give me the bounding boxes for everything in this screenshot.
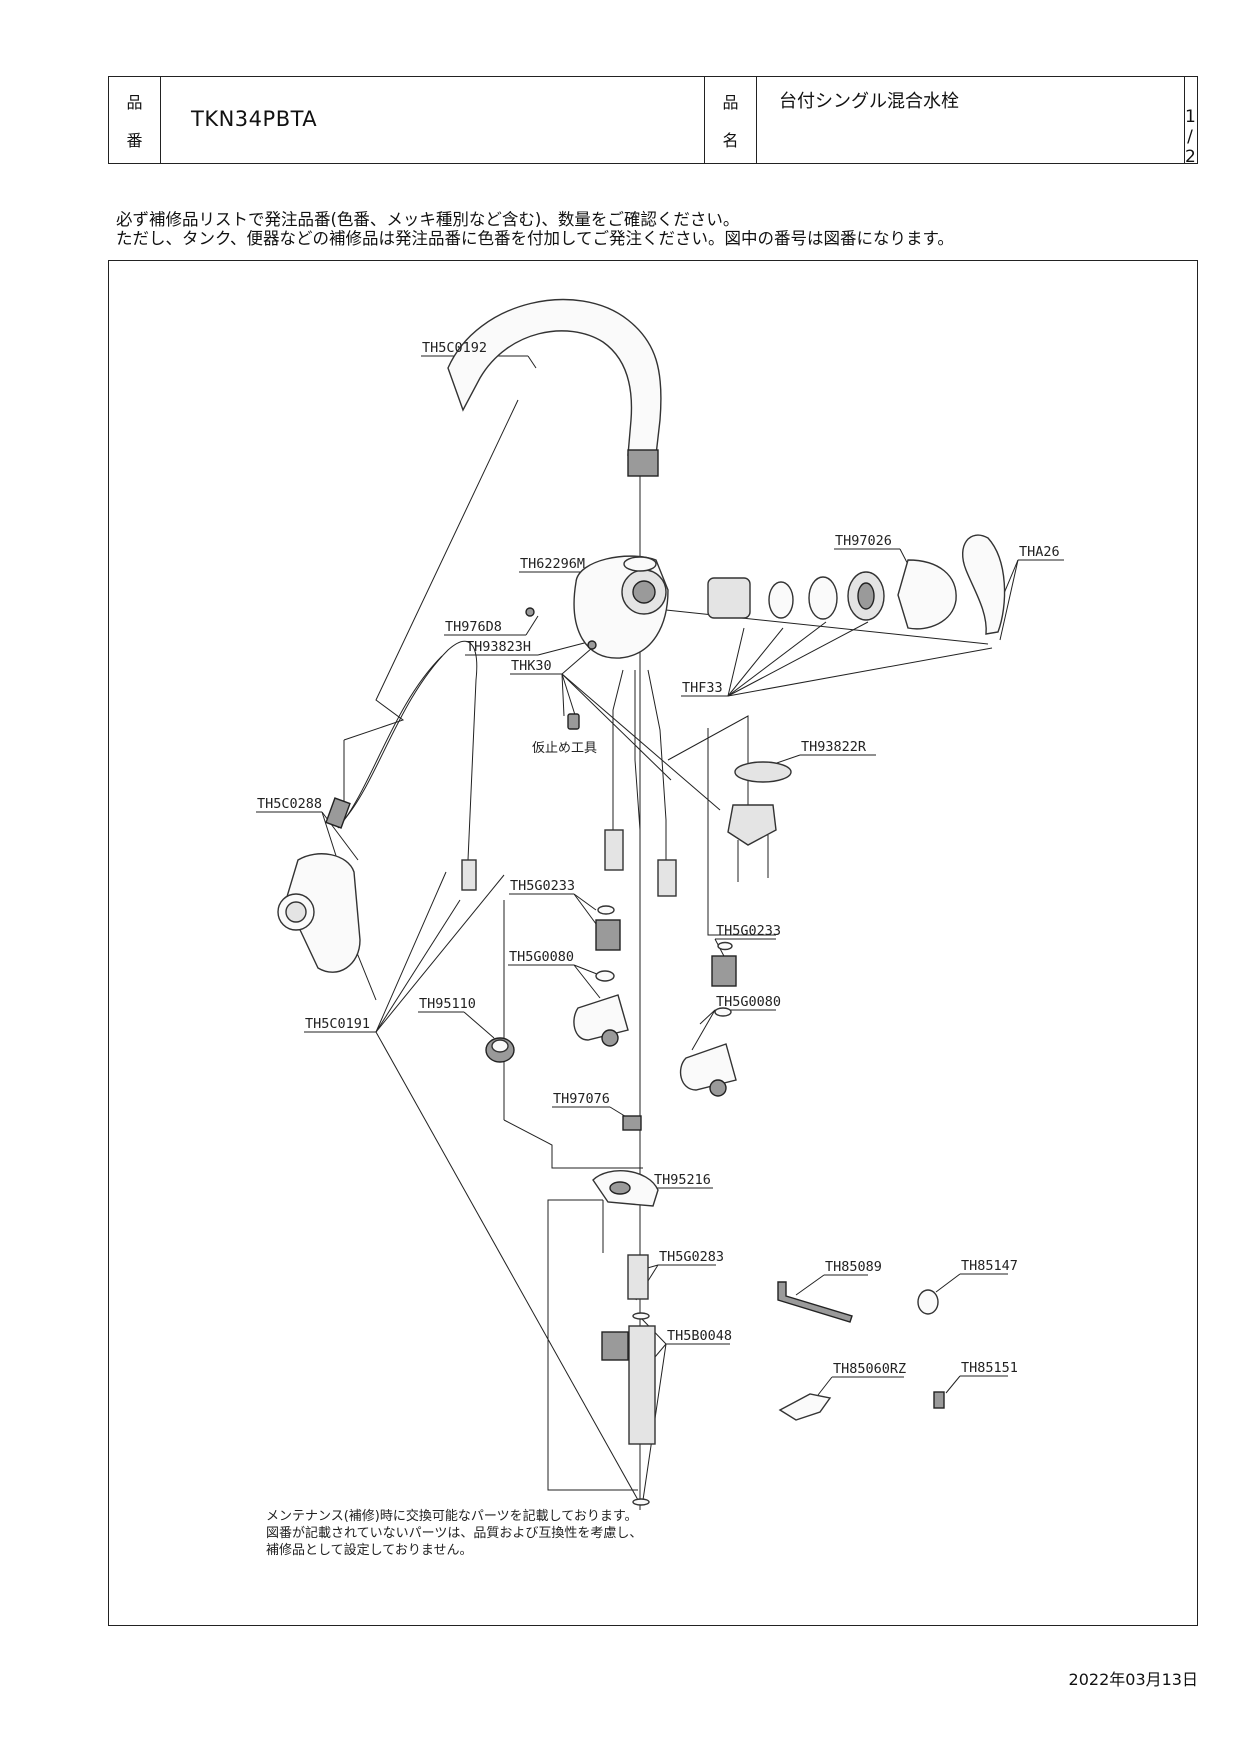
handle-key-shape [778, 1393, 832, 1421]
label-joint: TH5G0283 [659, 1249, 724, 1265]
label-cap2: TH85151 [961, 1360, 1018, 1376]
screw-976d8 [525, 607, 535, 617]
label-cock-b: TH5G0080 [716, 994, 781, 1010]
diagram-frame [108, 260, 1198, 1626]
label-screw2: TH93823H [466, 639, 531, 655]
label-shower-head: TH5C0288 [257, 796, 322, 812]
hose-end [461, 859, 477, 891]
product-name-cell: 台付シングル混合水栓 [757, 77, 1185, 163]
label-tool-caption: 仮止め工具 [532, 741, 597, 756]
label-valve-b: TH5G0233 [716, 923, 781, 939]
bracket-plate [734, 761, 792, 783]
label-stem: TH5B0048 [667, 1328, 732, 1344]
page-cell: 1 / 2 [1185, 77, 1197, 167]
stem-shape [628, 1325, 656, 1445]
label-screw1: TH976D8 [445, 619, 502, 635]
product-name: 台付シングル混合水栓 [779, 91, 959, 112]
label-nut: TH95110 [419, 996, 476, 1012]
hex-key-shape [777, 1281, 853, 1323]
lever-handle-shape [961, 534, 1006, 635]
exploded-parts-diagram: TH5C0192 TH62296M TH976D8 TH93823H THK30… [256, 298, 1064, 1558]
label-clamp: TH95216 [654, 1172, 711, 1188]
label-clip: TH97076 [553, 1091, 610, 1107]
maintenance-note-line-2: 図番が記載されていないパーツは、品質および互換性を考慮し、 [266, 1525, 642, 1541]
name-label-cell: 品 名 [705, 77, 757, 163]
valve-left [595, 919, 621, 951]
part-no-label-bottom: 番 [126, 131, 143, 150]
temp-fix-tool-shape [567, 713, 580, 730]
name-label-bottom: 名 [722, 131, 739, 150]
spout-outlet [627, 449, 659, 477]
name-label-top: 品 [722, 93, 739, 112]
label-bracket: TH93822R [801, 739, 867, 755]
supply-hose-end-left [604, 829, 624, 871]
o-ring-1 [768, 581, 794, 619]
label-cock-a: TH5G0080 [509, 949, 574, 965]
maintenance-note-line-1: メンテナンス(補修)時に交換可能なパーツを記載しております。 [266, 1508, 638, 1524]
joint-shape [627, 1254, 649, 1300]
label-lever: THA26 [1019, 544, 1060, 560]
mounting-bracket [727, 804, 777, 846]
issue-date: 2022年03月13日 [1068, 1670, 1198, 1689]
leader-lines [256, 355, 1064, 1510]
label-hex-key: TH85089 [825, 1259, 882, 1275]
order-note-line-1: 必ず補修品リストで発注品番(色番、メッキ種別など含む)、数量をご確認ください。 [116, 210, 740, 229]
supply-hose-end-right [657, 859, 677, 897]
label-cap1: TH85147 [961, 1258, 1018, 1274]
header-table: 品 番 TKN34PBTA 品 名 台付シングル混合水栓 1 / 2 [108, 76, 1198, 167]
stop-cock-left [573, 994, 629, 1041]
part-no-cell: TKN34PBTA [161, 77, 705, 163]
label-hose: TH5C0191 [305, 1016, 370, 1032]
valve-right [711, 955, 737, 987]
label-tool-part: THK30 [511, 658, 552, 674]
screw-93823h [587, 640, 597, 650]
cartridge-shape [707, 577, 751, 619]
label-cartridge: THF33 [682, 680, 723, 696]
maintenance-note-line-3: 補修品として設定しておりません。 [266, 1542, 472, 1558]
label-valve-a: TH5G0233 [510, 878, 575, 894]
stop-cock-right [679, 1043, 737, 1091]
spout-shape [447, 298, 662, 456]
label-spout: TH5C0192 [422, 340, 487, 356]
lever-cover-shape [897, 559, 957, 630]
stem-branch [601, 1331, 629, 1361]
part-no-label-cell: 品 番 [109, 77, 161, 163]
hose-clip [622, 1115, 642, 1131]
o-ring-2 [808, 576, 838, 620]
label-body: TH62296M [520, 556, 585, 572]
cap-85151-shape [933, 1391, 945, 1409]
hose-coupling [325, 797, 351, 829]
label-cover: TH97026 [835, 533, 892, 549]
page-number: 1 / 2 [1185, 107, 1198, 167]
cap-85147-shape [917, 1289, 939, 1315]
part-number: TKN34PBTA [191, 107, 318, 131]
label-handle-key: TH85060RZ [833, 1361, 906, 1377]
order-note-line-2: ただし、タンク、便器などの補修品は発注品番に色番を付加してご発注ください。図中の… [116, 229, 954, 248]
part-no-label-top: 品 [126, 93, 143, 112]
shower-head-shape [285, 853, 361, 973]
